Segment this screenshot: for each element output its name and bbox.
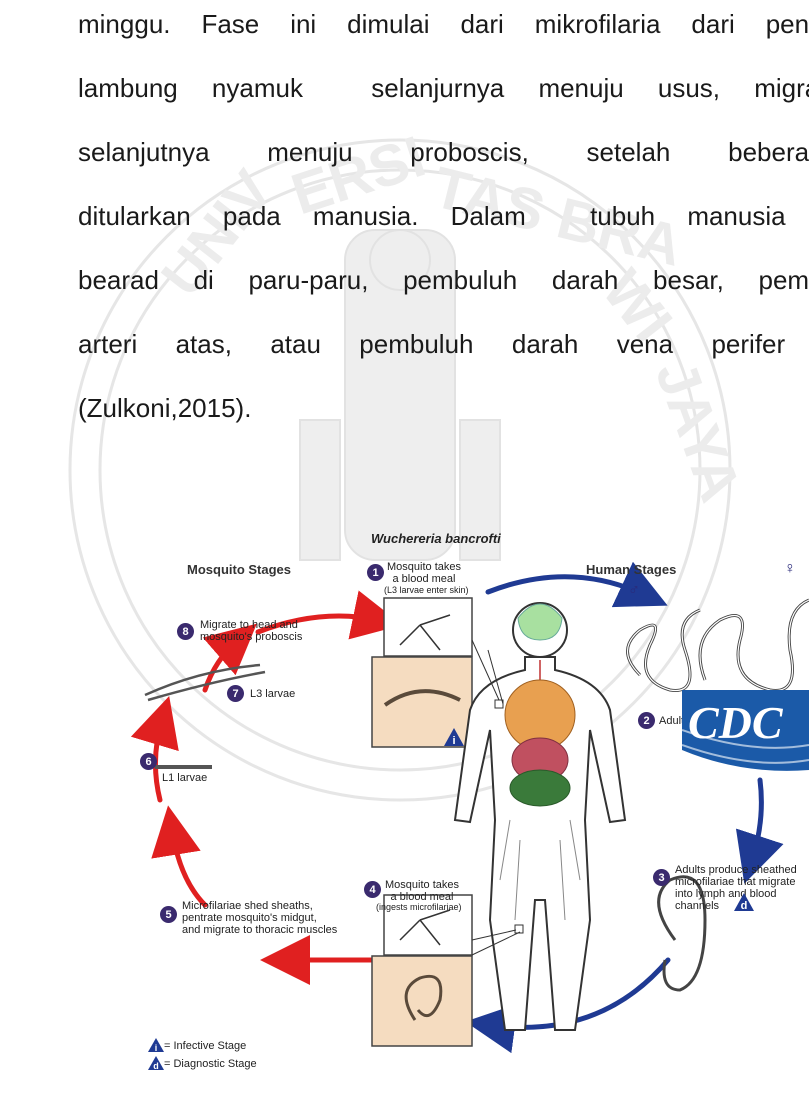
infective-stage-icon: i xyxy=(443,727,465,747)
cdc-logo: CDC xyxy=(682,690,809,1088)
paragraph-line: bearad di paru-paru, pembuluh darah besa… xyxy=(78,248,809,312)
step-badge: 8 xyxy=(177,623,194,640)
legend-label: = Infective Stage xyxy=(164,1040,246,1052)
step-badge: 6 xyxy=(140,753,157,770)
body-paragraph: minggu. Fase ini dimulai dari mikrofilar… xyxy=(78,0,809,440)
step-badge: 3 xyxy=(653,869,670,886)
step-4-sublabel: (ingests microfilariae) xyxy=(376,902,462,912)
step-6-label: L1 larvae xyxy=(162,772,207,784)
legend-label: = Diagnostic Stage xyxy=(164,1058,257,1070)
step-1-label: Mosquito takes a blood meal xyxy=(387,561,461,585)
step-badge: 5 xyxy=(160,906,177,923)
human-stages-header: Human Stages xyxy=(586,564,676,576)
step-7-label: L3 larvae xyxy=(250,688,295,700)
step-1-sublabel: (L3 larvae enter skin) xyxy=(384,585,469,595)
paragraph-line: minggu. Fase ini dimulai dari mikrofilar… xyxy=(78,0,809,56)
cdc-logo-mark: CDC xyxy=(682,690,809,1088)
paragraph-line: lambung nyamuk selanjurnya menuju usus, … xyxy=(78,56,809,120)
step-badge: 2 xyxy=(638,712,655,729)
step-5-label: Microfilariae shed sheaths, pentrate mos… xyxy=(182,900,337,936)
arrow-1-to-2 xyxy=(488,577,645,595)
figure-title: Wuchereria bancrofti xyxy=(371,533,501,545)
step-badge: 4 xyxy=(364,881,381,898)
step-4-label: Mosquito takes a blood meal xyxy=(385,879,459,903)
female-symbol: ♀ xyxy=(784,563,796,575)
arrow-5-to-6 xyxy=(172,830,205,905)
mosquito-stages-header: Mosquito Stages xyxy=(187,564,291,576)
infective-legend-icon: i xyxy=(147,1037,165,1053)
svg-text:d: d xyxy=(153,1061,159,1071)
step-badge: 7 xyxy=(227,685,244,702)
svg-text:i: i xyxy=(155,1043,158,1053)
diagnostic-legend-icon: d xyxy=(147,1055,165,1071)
paragraph-line: (Zulkoni,2015). xyxy=(78,376,809,440)
svg-text:i: i xyxy=(452,735,455,747)
step-8-label: Migrate to head and mosquito's proboscis xyxy=(200,619,302,643)
male-symbol: ♂ xyxy=(628,585,640,597)
paragraph-line: ditularkan pada manusia. Dalam tubuh man… xyxy=(78,184,809,248)
svg-text:CDC: CDC xyxy=(688,697,784,748)
paragraph-line: arteri atas, atau pembuluh darah vena pe… xyxy=(78,312,809,376)
step-badge: 1 xyxy=(367,564,384,581)
paragraph-line: selanjutnya menuju proboscis, setelah be… xyxy=(78,120,809,184)
